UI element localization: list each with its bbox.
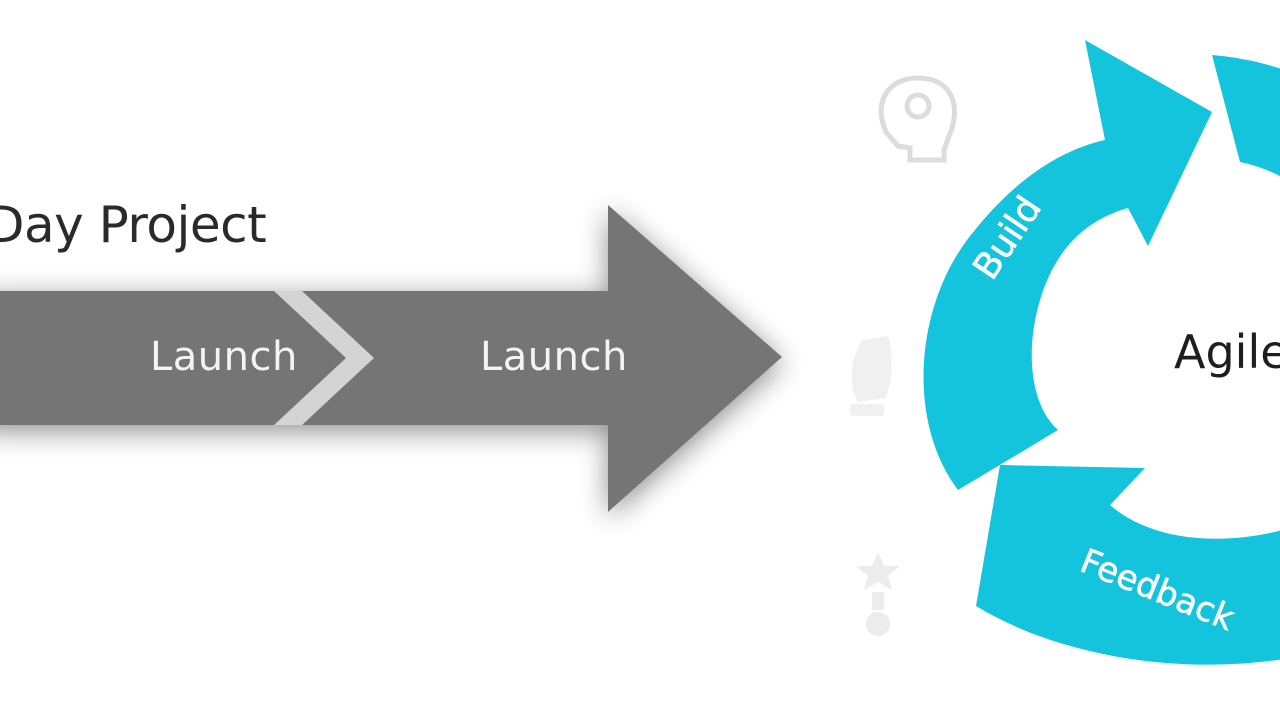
lightbulb-star-icon [856, 552, 900, 636]
step-label-2: Launch [480, 334, 628, 380]
agile-cycle [923, 40, 1280, 665]
cycle-segment-top-right [1212, 55, 1280, 177]
diagram-title: Day Project [0, 196, 267, 254]
cycle-segment-bottom [976, 465, 1280, 665]
step-label-1: Launch [150, 334, 298, 380]
process-arrow [0, 205, 782, 512]
head-brain-icon [878, 75, 957, 163]
cycle-center-label: Agile [1174, 325, 1280, 379]
cycle-segment-left [923, 40, 1212, 490]
step-divider-chevron [274, 291, 374, 425]
lightbulb-icon [850, 336, 892, 416]
